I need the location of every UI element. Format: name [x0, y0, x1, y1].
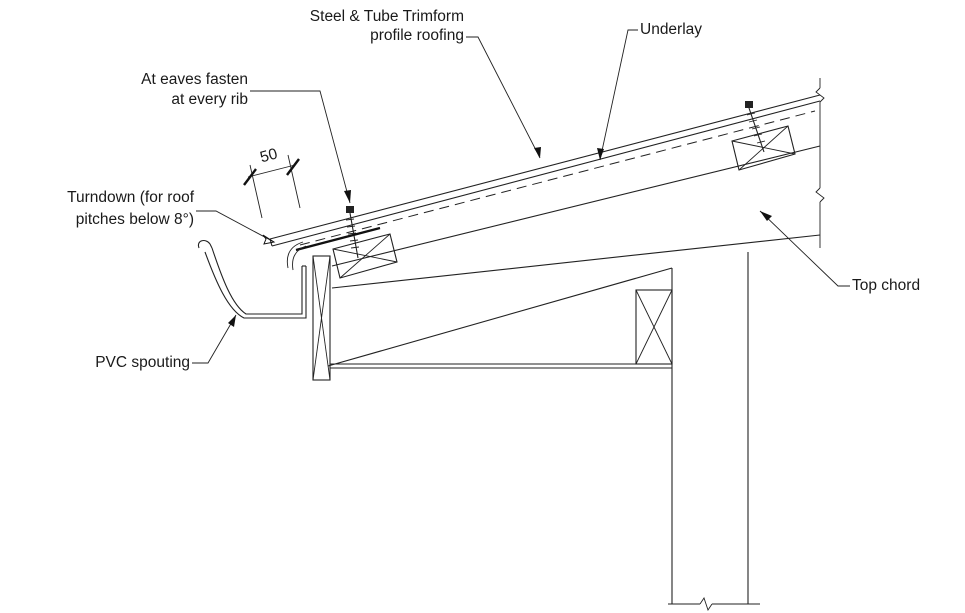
leader-eaves — [250, 90, 351, 204]
label-eaves-line2: at every rib — [171, 91, 248, 108]
leader-roofing — [466, 36, 541, 159]
label-underlay: Underlay — [640, 21, 703, 38]
leader-top-chord — [759, 210, 850, 287]
spouting-bracket — [286, 226, 381, 271]
label-roofing-line2: profile roofing — [370, 27, 464, 44]
ceiling-block — [635, 289, 673, 365]
wall-column — [668, 252, 760, 612]
label-eaves-line1: At eaves fasten — [141, 71, 248, 88]
break-line — [815, 78, 825, 248]
bottom-chord — [327, 267, 673, 369]
label-roofing-line1: Steel & Tube Trimform — [309, 8, 464, 25]
fascia-board — [312, 255, 331, 381]
leader-turndown — [196, 210, 276, 245]
label-pvc-spouting: PVC spouting — [95, 354, 190, 371]
fastener-upper — [745, 101, 766, 153]
fastener-eaves — [345, 206, 360, 259]
label-turndown-line1: Turndown (for roof — [67, 189, 194, 206]
top-chord — [331, 145, 821, 289]
purlin-upper — [731, 125, 796, 171]
roofing-sheet — [269, 94, 821, 247]
purlin-eaves — [332, 233, 398, 279]
dimension-50 — [243, 154, 301, 219]
pvc-spouting — [197, 239, 307, 319]
label-top-chord: Top chord — [852, 277, 921, 294]
underlay-line — [299, 110, 816, 246]
leader-spouting — [192, 314, 237, 364]
label-turndown-line2: pitches below 8°) — [75, 211, 194, 228]
leader-underlay — [597, 29, 638, 161]
